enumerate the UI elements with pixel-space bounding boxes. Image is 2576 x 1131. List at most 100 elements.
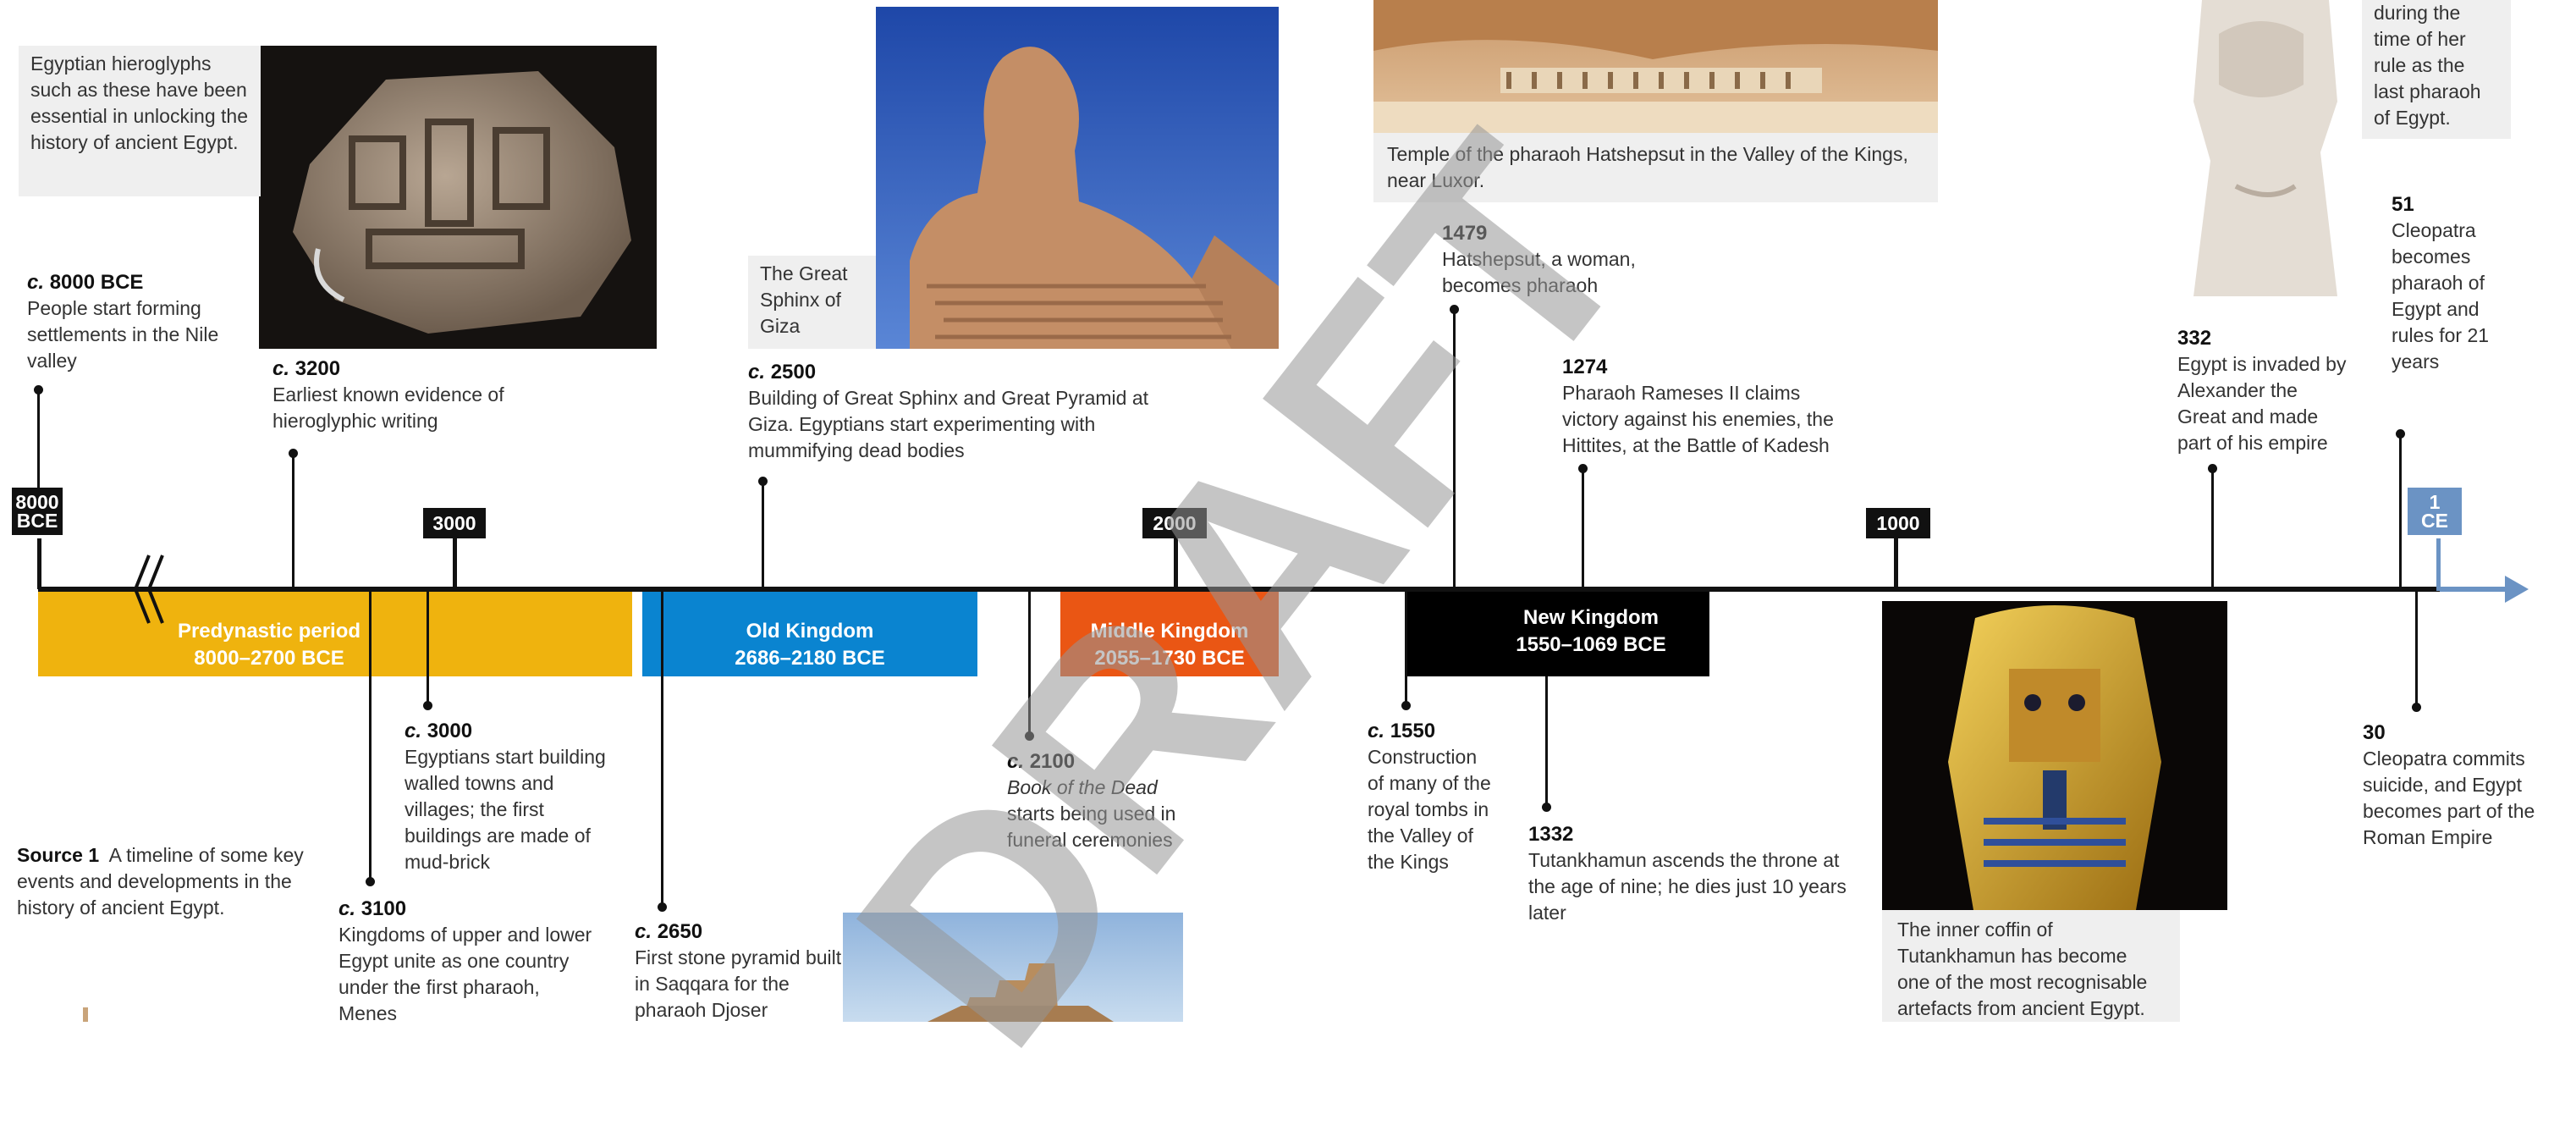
year-label-1ce-line1: 1: [2429, 491, 2441, 513]
year-label-1ce-line2: CE: [2421, 510, 2448, 532]
dot-1274: [1578, 464, 1588, 473]
figure-thumbnail: [78, 1007, 93, 1022]
step-pyramid-photo: [843, 913, 1183, 1022]
event-2650: c. 2650 First stone pyramid built in Saq…: [635, 920, 842, 1021]
timeline-axis: [38, 587, 2440, 592]
event-3000-text: Egyptians start building walled towns an…: [405, 746, 606, 873]
year-label-8000-line2: BCE: [16, 510, 58, 532]
dot-332: [2208, 464, 2217, 473]
predynastic-band: [38, 590, 632, 676]
tick-2000: [1174, 538, 1178, 589]
tick-3000: [453, 538, 457, 589]
hieroglyph-photo: [259, 46, 657, 349]
stem-2650: [661, 592, 663, 905]
timeline-axis-ce-segment: [2440, 587, 2507, 592]
timeline-arrow-icon: [2505, 576, 2529, 603]
old-kingdom-band: [642, 590, 977, 676]
dot-3100: [366, 877, 375, 886]
event-3200-text: Earliest known evidence of hieroglyphic …: [272, 383, 504, 432]
timeline-break-icon: [130, 552, 169, 626]
event-1332-text: Tutankhamun ascends the throne at the ag…: [1528, 849, 1847, 924]
event-2100-text: starts being used in funeral ceremonies: [1007, 803, 1176, 851]
event-2100: c. 2100 Book of the Dead starts being us…: [1007, 750, 1176, 851]
dot-1332: [1542, 803, 1551, 812]
cleopatra-caption: during the time of her rule as the last …: [2362, 0, 2511, 139]
event-3000: c. 3000 Egyptians start building walled …: [405, 720, 606, 873]
event-3200: c. 3200 Earliest known evidence of hiero…: [272, 357, 504, 432]
event-8000-text: People start forming settlements in the …: [27, 297, 219, 372]
sphinx-photo: [876, 7, 1279, 349]
tick-1ce: [2436, 538, 2441, 591]
dot-2100: [1025, 731, 1034, 741]
event-1274-text: Pharaoh Rameses II claims victory agains…: [1562, 382, 1834, 456]
event-3100: c. 3100 Kingdoms of upper and lower Egyp…: [339, 897, 592, 1024]
event-2500: c. 2500 Building of Great Sphinx and Gre…: [748, 361, 1149, 461]
year-label-8000: 8000 BCE: [12, 488, 63, 535]
stem-1550: [1405, 592, 1407, 703]
new-kingdom-name: New Kingdom: [1523, 606, 1659, 629]
event-8000: c. 8000 BCE People start forming settlem…: [27, 271, 219, 372]
predynastic-dates: 8000–2700 BCE: [194, 647, 344, 670]
old-kingdom-name: Old Kingdom: [746, 620, 874, 643]
middle-kingdom-name: Middle Kingdom: [1090, 620, 1249, 643]
hatshepsut-temple-photo: [1373, 0, 1938, 133]
event-2650-text: First stone pyramid built in Saqqara for…: [635, 946, 842, 1021]
event-1479: 1479 Hatshepsut, a woman, becomes pharao…: [1442, 222, 1636, 296]
middle-kingdom-band: [1060, 590, 1279, 676]
middle-kingdom-dates: 2055–1730 BCE: [1094, 647, 1245, 670]
stem-3000: [427, 592, 429, 704]
tick-8000: [37, 538, 41, 589]
source-label: Source 1: [17, 844, 100, 866]
tutankhamun-coffin-photo: [1882, 601, 2227, 910]
new-kingdom-band: [1405, 590, 1709, 676]
new-kingdom-label: New Kingdom 1550–1069 BCE: [1472, 604, 1709, 659]
stem-1332: [1545, 676, 1548, 805]
predynastic-label: Predynastic period 8000–2700 BCE: [127, 618, 411, 672]
stem-1274: [1582, 468, 1584, 588]
event-1479-text: Hatshepsut, a woman, becomes pharaoh: [1442, 248, 1636, 296]
stem-8000: [37, 389, 40, 488]
year-label-3000: 3000: [423, 508, 486, 538]
event-51: 51 Cleopatra becomes pharaoh of Egypt an…: [2392, 193, 2490, 372]
event-51-text: Cleopatra becomes pharaoh of Egypt and r…: [2392, 219, 2490, 372]
event-332-text: Egypt is invaded by Alexander the Great …: [2177, 353, 2347, 454]
dot-3200: [289, 449, 298, 458]
year-label-1000: 1000: [1866, 508, 1930, 538]
dot-1550: [1401, 701, 1411, 710]
year-label-8000-line1: 8000: [15, 491, 59, 513]
old-kingdom-dates: 2686–2180 BCE: [735, 647, 885, 670]
dot-3000: [423, 701, 432, 710]
event-1550-text: Construction of many of the royal tombs …: [1368, 746, 1491, 873]
event-30-text: Cleopatra commits suicide, and Egypt bec…: [2363, 748, 2535, 848]
dot-1479: [1450, 305, 1459, 314]
event-3100-text: Kingdoms of upper and lower Egypt unite …: [339, 924, 592, 1024]
event-2100-book-title: Book of the Dead: [1007, 776, 1158, 798]
event-1332: 1332 Tutankhamun ascends the throne at t…: [1528, 823, 1847, 924]
year-label-2000: 2000: [1142, 508, 1207, 538]
stem-3100: [369, 592, 372, 880]
source-note: Source 1 A timeline of some key events a…: [17, 842, 305, 921]
source-text: A timeline of some key events and develo…: [17, 844, 304, 919]
event-2500-text: Building of Great Sphinx and Great Pyram…: [748, 387, 1149, 461]
middle-kingdom-label: Middle Kingdom 2055–1730 BCE: [1060, 618, 1279, 672]
sphinx-caption: The Great Sphinx of Giza: [748, 256, 876, 349]
temple-caption: Temple of the pharaoh Hatshepsut in the …: [1373, 133, 1938, 202]
dot-8000: [34, 385, 43, 394]
stem-3200: [292, 453, 294, 588]
stem-332: [2211, 468, 2214, 588]
year-label-1ce: 1 CE: [2408, 488, 2462, 535]
dot-51: [2396, 429, 2405, 439]
old-kingdom-label: Old Kingdom 2686–2180 BCE: [642, 618, 977, 672]
cleopatra-statue-photo: [2168, 0, 2362, 296]
hieroglyphs-caption: Egyptian hieroglyphs such as these have …: [19, 46, 261, 196]
predynastic-name: Predynastic period: [177, 620, 361, 643]
stem-2500: [762, 481, 764, 588]
event-1274: 1274 Pharaoh Rameses II claims victory a…: [1562, 356, 1834, 456]
dot-2500: [758, 477, 768, 486]
stem-51: [2399, 433, 2402, 588]
event-30: 30 Cleopatra commits suicide, and Egypt …: [2363, 721, 2535, 848]
dot-2650: [658, 902, 667, 912]
dot-30: [2412, 703, 2421, 712]
stem-1479: [1453, 309, 1456, 588]
coffin-caption: The inner coffin of Tutankhamun has beco…: [1882, 910, 2180, 1022]
